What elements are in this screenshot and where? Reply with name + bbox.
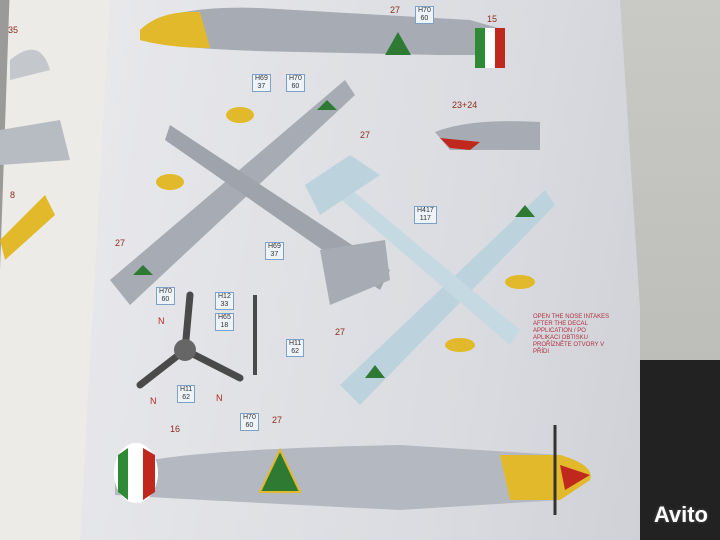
paint-code: H11 — [180, 386, 193, 393]
n-mark: N — [150, 396, 157, 406]
paint-code: H70 — [243, 414, 256, 421]
paint-number: 60 — [420, 15, 429, 22]
paint-number: 62 — [291, 348, 300, 355]
top-side-view-aircraft — [140, 7, 505, 68]
avito-watermark: Avito — [653, 502, 708, 527]
paint-code: H70 — [289, 75, 302, 82]
paint-code: H70 — [159, 288, 172, 295]
paint-code: H69 — [255, 75, 268, 82]
paint-number: 33 — [220, 301, 229, 308]
left-page-aircraft — [0, 49, 70, 260]
decal-number: 27 — [115, 238, 126, 248]
paint-code: H70 — [418, 7, 431, 14]
paint-number: 60 — [291, 83, 300, 90]
paint-number: 37 — [270, 251, 279, 258]
paint-code: H12 — [218, 293, 231, 300]
paint-code: H65 — [218, 314, 231, 321]
nose-intake-note: OPEN THE NOSE INTAKES AFTER THE DECAL AP… — [533, 314, 610, 355]
decal-number: 35 — [8, 25, 19, 35]
paint-number: 60 — [245, 422, 254, 429]
decal-number: 16 — [170, 424, 181, 434]
decal-number: 23+24 — [452, 100, 478, 110]
decal-number: 15 — [487, 14, 498, 24]
paint-number: 37 — [257, 83, 266, 90]
paint-code: H417 — [417, 207, 434, 214]
decal-number: 8 — [10, 190, 16, 200]
paint-number: 117 — [419, 215, 431, 222]
paint-code: H69 — [268, 243, 281, 250]
bottom-view-aircraft — [305, 155, 555, 405]
n-mark: N — [158, 316, 165, 326]
paint-code: H11 — [289, 340, 302, 347]
n-mark: N — [216, 393, 223, 403]
paint-number: 60 — [161, 296, 170, 303]
paint-number: 62 — [182, 394, 191, 401]
bottom-side-view-aircraft — [114, 425, 591, 515]
top-view-aircraft — [110, 80, 390, 305]
nose-detail — [435, 121, 540, 150]
decal-number: 27 — [390, 5, 401, 15]
decal-number: 27 — [272, 415, 283, 425]
decal-number: 27 — [360, 130, 371, 140]
paint-number: 18 — [220, 322, 229, 329]
decal-number: 27 — [335, 327, 346, 337]
